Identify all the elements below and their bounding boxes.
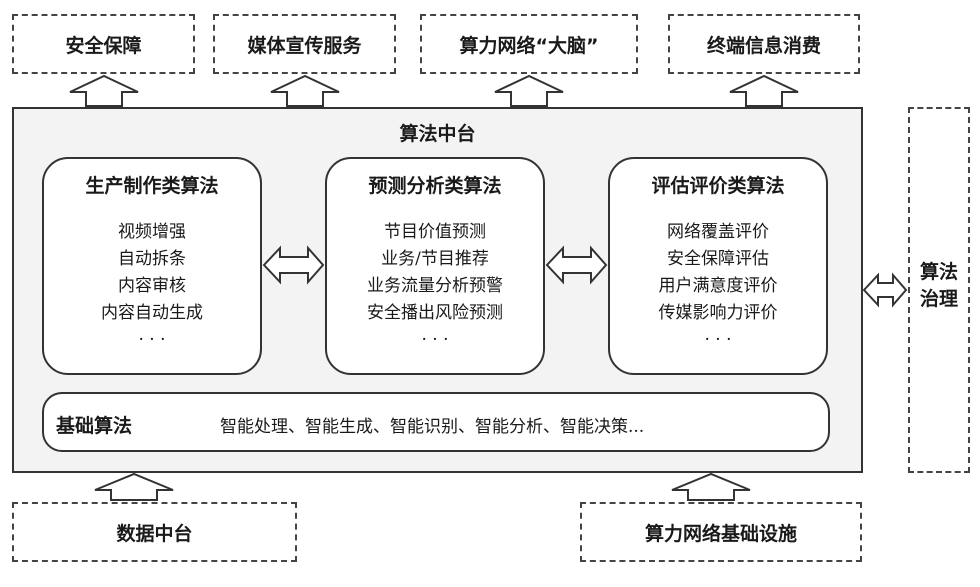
list-item: 网络覆盖评价 <box>667 222 769 242</box>
input-data-platform: 数据中台 <box>12 502 297 562</box>
list-item: 用户满意度评价 <box>658 276 778 296</box>
up-arrow-icon <box>729 74 799 107</box>
output-terminal-consumption: 终端信息消费 <box>668 14 860 74</box>
algorithm-governance: 算法 治理 <box>908 107 970 473</box>
list-item: 内容审核 <box>118 276 186 296</box>
list-item: 安全播出风险预测 <box>367 303 503 323</box>
basic-algorithms-label: 基础算法 <box>56 415 133 437</box>
output-security: 安全保障 <box>12 14 195 74</box>
card-title: 生产制作类算法 <box>85 175 219 197</box>
card-title: 评估评价类算法 <box>651 175 785 197</box>
basic-algorithms-content: 智能处理、智能生成、智能识别、智能分析、智能决策... <box>220 417 645 437</box>
input-compute-infrastructure: 算力网络基础设施 <box>580 502 862 562</box>
list-item: 节目价值预测 <box>384 222 486 242</box>
up-arrow-icon <box>671 472 751 501</box>
governance-label-line: 治理 <box>919 288 958 310</box>
up-arrow-icon <box>270 74 340 107</box>
output-media-service: 媒体宣传服务 <box>213 14 396 74</box>
governance-label-line: 算法 <box>919 261 958 283</box>
basic-algorithms-bar: 基础算法 智能处理、智能生成、智能识别、智能分析、智能决策... <box>42 392 830 452</box>
up-arrow-icon <box>494 74 564 107</box>
up-arrow-icon <box>94 472 174 501</box>
output-network-brain: 算力网络“大脑” <box>420 14 638 74</box>
up-arrow-icon <box>69 74 139 107</box>
double-arrow-icon <box>862 272 908 308</box>
list-item: · · · <box>138 330 166 350</box>
card-title: 预测分析类算法 <box>368 175 502 197</box>
card-production-algorithms: 生产制作类算法 视频增强 自动拆条 内容审核 内容自动生成 · · · <box>42 157 262 375</box>
list-item: 安全保障评估 <box>667 249 769 269</box>
list-item: 传媒影响力评价 <box>658 303 778 323</box>
list-item: 业务流量分析预警 <box>367 276 503 296</box>
list-item: 业务/节目推荐 <box>381 249 489 269</box>
list-item: · · · <box>421 330 449 350</box>
list-item: 自动拆条 <box>118 249 186 269</box>
platform-title: 算法中台 <box>399 123 476 145</box>
list-item: 内容自动生成 <box>101 303 203 323</box>
list-item: · · · <box>704 330 732 350</box>
card-prediction-algorithms: 预测分析类算法 节目价值预测 业务/节目推荐 业务流量分析预警 安全播出风险预测… <box>325 157 545 375</box>
card-evaluation-algorithms: 评估评价类算法 网络覆盖评价 安全保障评估 用户满意度评价 传媒影响力评价 · … <box>608 157 828 375</box>
list-item: 视频增强 <box>118 222 186 242</box>
